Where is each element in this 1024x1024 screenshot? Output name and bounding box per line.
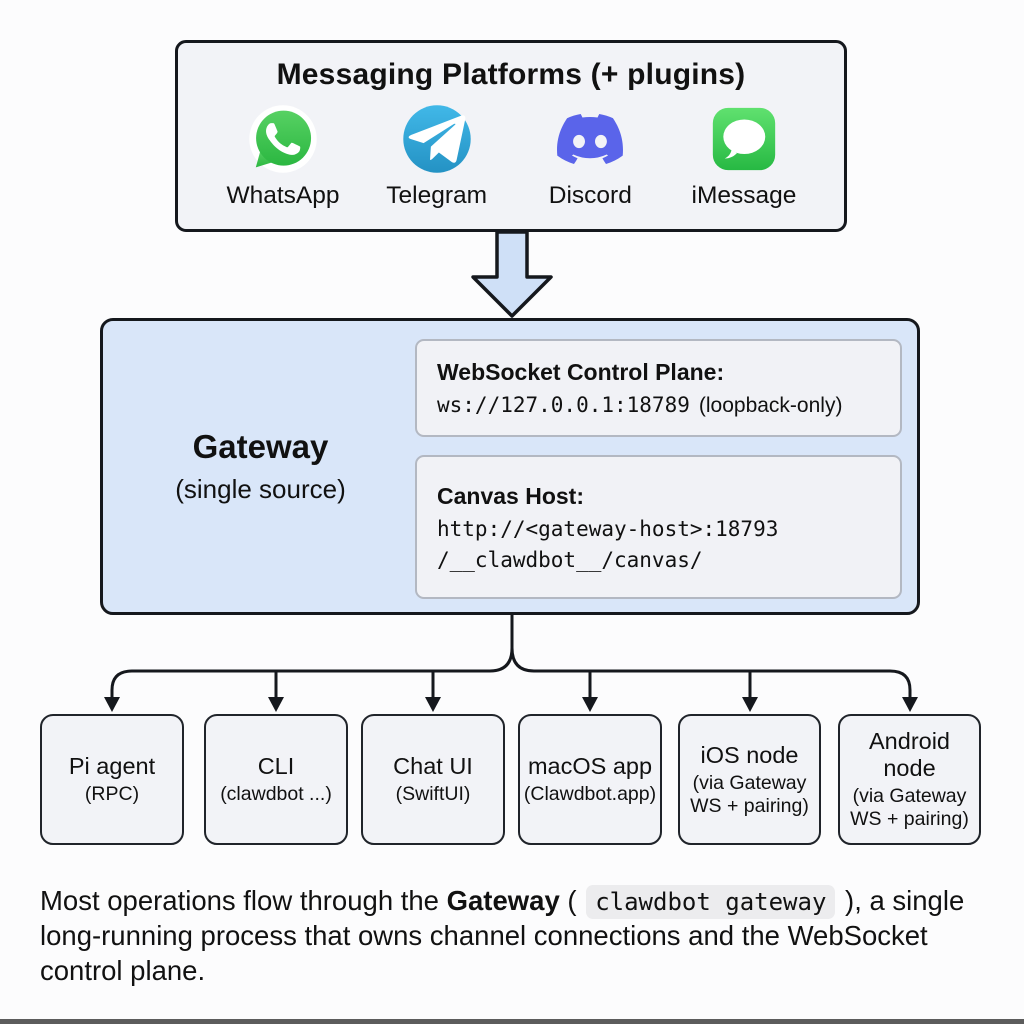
caption-text-3: ), a single long-running process that ow… xyxy=(40,885,965,986)
platform-telegram: Telegram xyxy=(362,105,512,210)
client-box-chat-ui: Chat UI (SwiftUI) xyxy=(361,714,505,845)
arrowheads xyxy=(104,697,918,712)
websocket-panel-title: WebSocket Control Plane: xyxy=(437,358,725,385)
canvas-host-panel: Canvas Host: http://<gateway-host>:18793… xyxy=(415,455,902,599)
client-title: Chat UI xyxy=(393,753,473,779)
platform-imessage: iMessage xyxy=(669,105,819,210)
client-subtitle: (via Gateway WS + pairing) xyxy=(850,785,969,830)
flow-arrow-down xyxy=(471,230,553,318)
caption-text-1: Most operations flow through the xyxy=(40,885,447,916)
websocket-control-plane-panel: WebSocket Control Plane: ws://127.0.0.1:… xyxy=(415,339,902,437)
client-subtitle: (SwiftUI) xyxy=(395,783,471,805)
caption-gateway-bold: Gateway xyxy=(446,885,560,916)
canvas-url-line2: /__clawdbot__/canvas/ xyxy=(437,547,703,572)
client-box-cli: CLI (clawdbot ...) xyxy=(204,714,348,845)
platform-label-imessage: iMessage xyxy=(691,182,797,209)
client-title: macOS app xyxy=(527,753,653,779)
client-title: Pi agent xyxy=(68,753,156,779)
gateway-subtitle: (single source) xyxy=(175,474,346,504)
client-title: Android node xyxy=(869,728,950,781)
client-title: CLI xyxy=(257,753,295,779)
caption-code-chip: clawdbot gateway xyxy=(586,885,836,919)
bottom-edge-artifact xyxy=(0,1019,1024,1024)
platform-label-discord: Discord xyxy=(548,182,632,209)
gateway-label: Gateway (single source) xyxy=(103,321,418,612)
websocket-panel-endpoint: ws://127.0.0.1:18789 (loopback-only) xyxy=(437,393,880,418)
caption: Most operations flow through the Gateway… xyxy=(40,884,990,989)
caption-text-2: ( xyxy=(559,885,585,916)
whatsapp-icon xyxy=(249,105,317,173)
client-box-android-node: Android node (via Gateway WS + pairing) xyxy=(838,714,981,845)
loopback-note: (loopback-only) xyxy=(698,393,843,417)
client-subtitle: (RPC) xyxy=(84,783,140,805)
platform-label-whatsapp: WhatsApp xyxy=(226,182,340,209)
platform-label-telegram: Telegram xyxy=(386,182,488,209)
client-subtitle: (Clawdbot.app) xyxy=(523,783,657,805)
client-title: iOS node xyxy=(700,741,799,768)
gateway-box: Gateway (single source) WebSocket Contro… xyxy=(100,318,920,615)
websocket-url: ws://127.0.0.1:18789 xyxy=(437,392,690,417)
client-subtitle: (clawdbot ...) xyxy=(220,783,332,805)
platform-discord: Discord xyxy=(515,105,665,210)
telegram-icon xyxy=(402,105,471,173)
platform-whatsapp: WhatsApp xyxy=(208,105,358,210)
canvas-panel-title: Canvas Host: xyxy=(437,482,584,509)
client-box-macos-app: macOS app (Clawdbot.app) xyxy=(518,714,662,845)
platforms-row: WhatsApp Telegram xyxy=(208,105,819,210)
gateway-title: Gateway xyxy=(192,428,329,465)
client-box-ios-node: iOS node (via Gateway WS + pairing) xyxy=(678,714,821,845)
messaging-platforms-title: Messaging Platforms (+ plugins) xyxy=(276,58,746,91)
client-subtitle: (via Gateway WS + pairing) xyxy=(690,771,809,817)
imessage-icon xyxy=(710,105,778,173)
messaging-platforms-box: Messaging Platforms (+ plugins) WhatsApp xyxy=(175,40,847,232)
canvas-url-line1: http://<gateway-host>:18793 xyxy=(437,516,779,541)
discord-icon xyxy=(556,105,624,173)
client-box-pi-agent: Pi agent (RPC) xyxy=(40,714,184,845)
